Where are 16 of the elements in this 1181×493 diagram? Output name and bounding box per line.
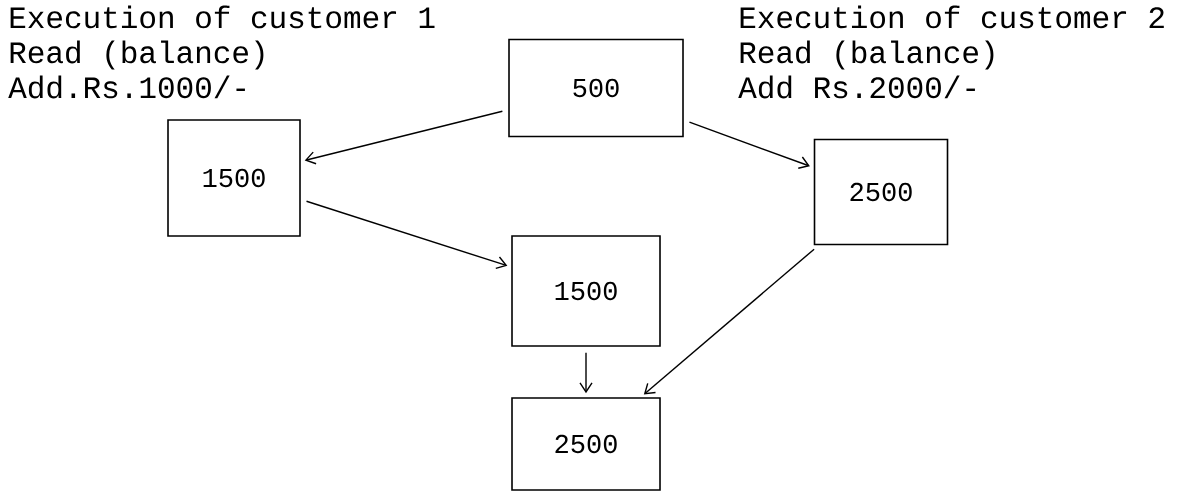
value-box: 500: [508, 38, 684, 138]
heading-text: Add Rs.2000/-: [738, 75, 975, 99]
heading-text: Execution of customer 1: [10, 5, 435, 29]
value-box: 1500: [511, 235, 661, 347]
arrow: [579, 352, 593, 394]
heading-text: Add.Rs.1000/-: [8, 75, 245, 99]
value-box: 2500: [511, 397, 661, 491]
arrow: [643, 248, 815, 395]
arrow: [304, 110, 504, 165]
heading-text: Read (balance): [740, 40, 994, 70]
value-box: 1500: [167, 119, 301, 237]
arrow: [688, 121, 810, 169]
heading-text: Execution of customer 2: [740, 5, 1164, 29]
value-box: 2500: [813, 138, 949, 246]
arrow: [305, 200, 508, 270]
heading-text: Read (balance): [10, 40, 264, 70]
